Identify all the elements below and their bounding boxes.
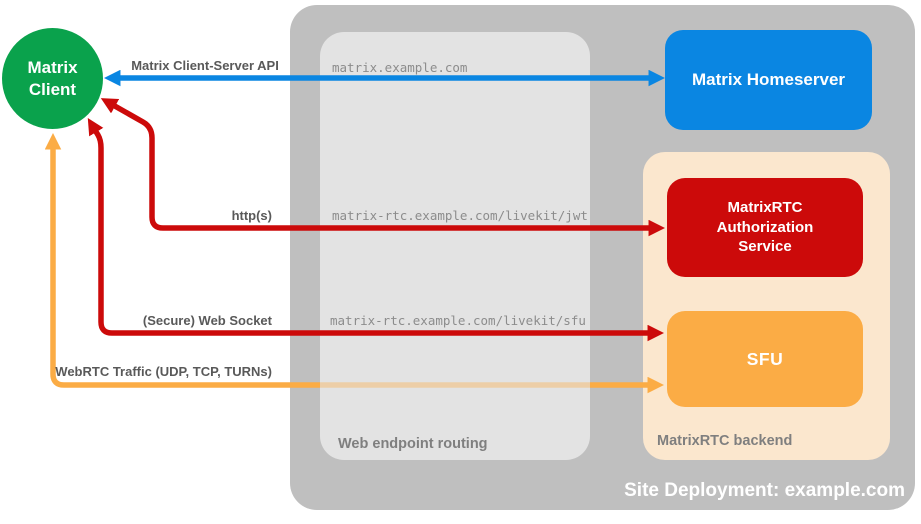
sfu-node: SFU xyxy=(667,311,863,407)
site-deployment-label: Site Deployment: example.com xyxy=(624,480,905,501)
https-label: http(s) xyxy=(231,208,272,223)
client-server-api-label: Matrix Client-Server API xyxy=(131,58,279,73)
matrixrtc-authorization-service-node: MatrixRTC Authorization Service xyxy=(667,178,863,277)
matrix-domain-label: matrix.example.com xyxy=(332,60,468,75)
web-endpoint-routing-label: Web endpoint routing xyxy=(338,436,488,452)
matrixrtc-authorization-service-label: MatrixRTC Authorization Service xyxy=(716,199,814,256)
web-endpoint-routing-container xyxy=(320,32,590,460)
matrix-client-node: Matrix Client xyxy=(2,28,103,129)
web-socket-label: (Secure) Web Socket xyxy=(142,313,272,328)
matrixrtc-backend-label: MatrixRTC backend xyxy=(657,433,793,449)
matrix-client-label: Matrix Client xyxy=(27,58,78,99)
livekit-jwt-domain-label: matrix-rtc.example.com/livekit/jwt xyxy=(332,208,588,223)
sfu-label: SFU xyxy=(746,348,784,369)
matrix-homeserver-node: Matrix Homeserver xyxy=(665,30,872,130)
livekit-sfu-domain-label: matrix-rtc.example.com/livekit/sfu xyxy=(330,313,586,328)
matrix-homeserver-label: Matrix Homeserver xyxy=(691,70,846,89)
webrtc-traffic-label: WebRTC Traffic (UDP, TCP, TURNs) xyxy=(55,364,272,379)
